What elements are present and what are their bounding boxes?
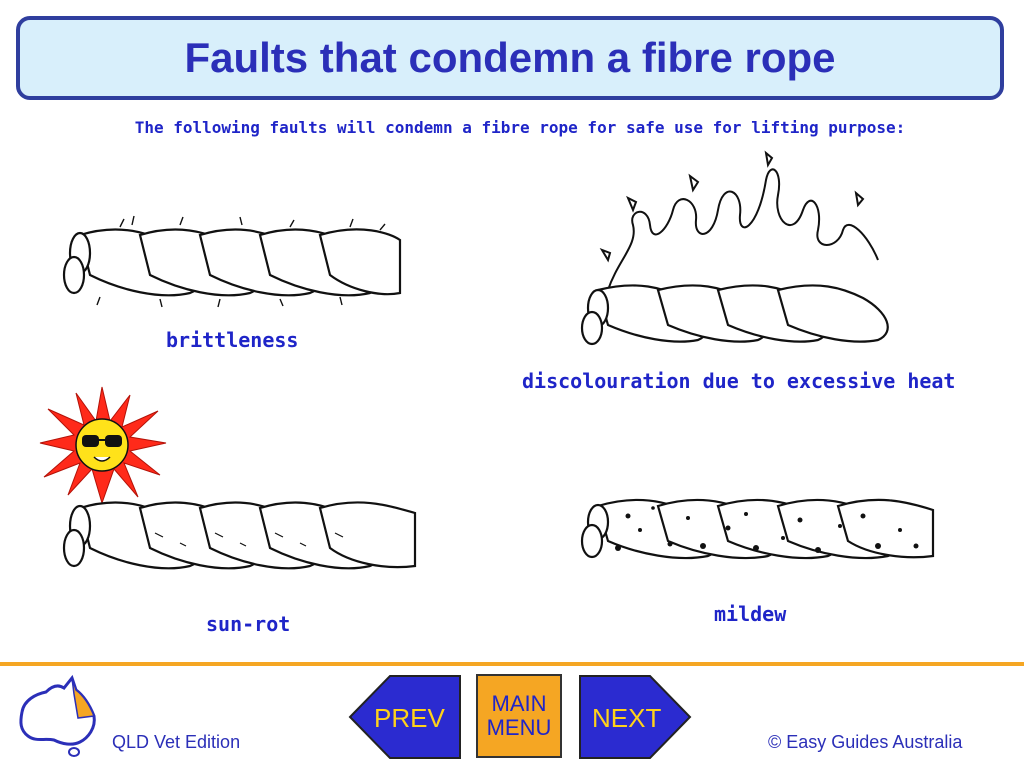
- footer-divider: [0, 662, 1024, 666]
- page-title: Faults that condemn a fibre rope: [184, 34, 836, 81]
- australia-map-icon: [19, 674, 96, 757]
- main-menu-label-line2: MENU: [486, 715, 552, 740]
- rope-sun-rot-illustration: [62, 501, 417, 570]
- flame-icon: [599, 150, 879, 291]
- footer-copyright: © Easy Guides Australia: [768, 732, 963, 752]
- rope-mildew-illustration: [580, 498, 935, 560]
- caption-heat: discolouration due to excessive heat: [522, 369, 956, 393]
- footer-edition: QLD Vet Edition: [112, 732, 241, 752]
- rope-brittleness-illustration: [62, 215, 402, 308]
- rope-heat-illustration: [580, 150, 889, 346]
- next-button-label[interactable]: NEXT: [592, 703, 662, 733]
- title-banner: Faults that condemn a fibre rope: [16, 16, 1004, 100]
- caption-brittleness: brittleness: [166, 328, 299, 352]
- caption-mildew: mildew: [714, 602, 787, 626]
- next-button[interactable]: [578, 674, 692, 760]
- prev-button[interactable]: [348, 674, 462, 760]
- prev-button-label[interactable]: PREV: [374, 703, 445, 733]
- mildew-spots: [615, 506, 919, 553]
- sun-with-sunglasses-icon: [39, 386, 167, 505]
- caption-sun-rot: sun-rot: [206, 612, 291, 636]
- main-menu-button[interactable]: MAIN MENU: [476, 674, 562, 758]
- main-menu-label-line1: MAIN: [491, 691, 547, 716]
- subtitle: The following faults will condemn a fibr…: [134, 118, 906, 137]
